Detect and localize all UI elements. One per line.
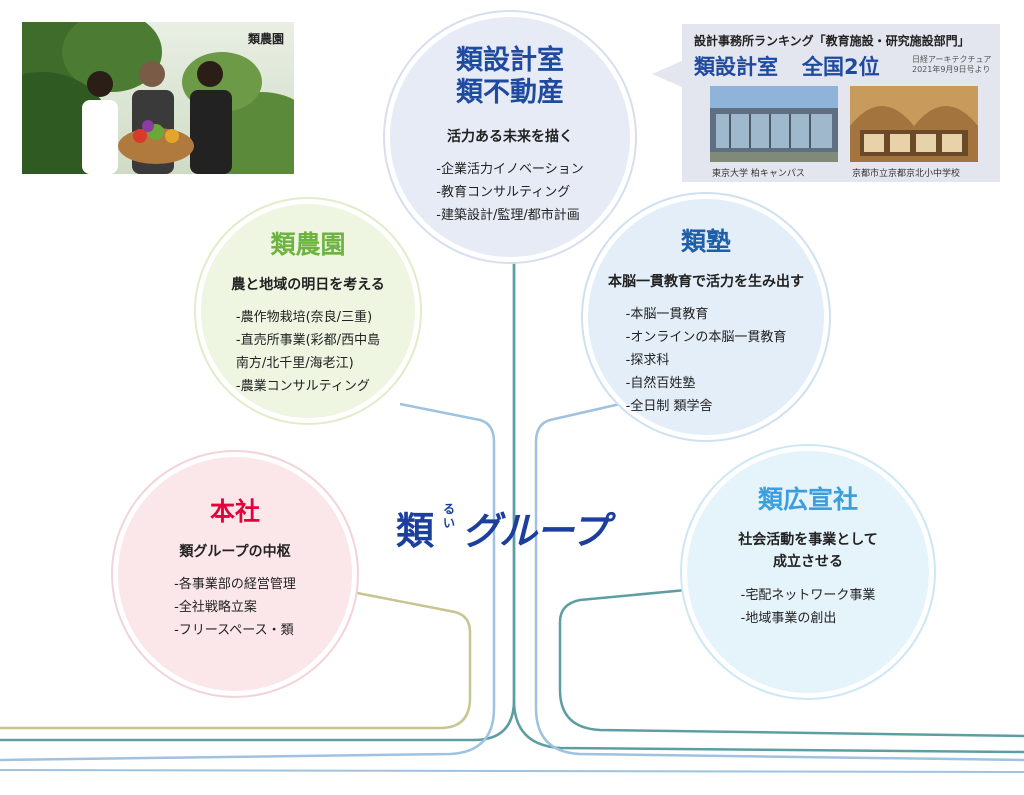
node-subtitle: 類グループの中枢 (179, 544, 291, 560)
list-item: -企業活力イノベーション (436, 162, 584, 178)
farm-photo-illustration (22, 22, 294, 174)
node-rui-juku: 類塾 本脳一貫教育で活力を生み出す -本脳一貫教育 -オンラインの本脳一貫教育 … (583, 194, 829, 440)
subtitle-line-2: 成立させる (773, 554, 843, 571)
logo-katakana: グループ (462, 509, 609, 553)
title-line-2: 類不動産 (456, 77, 564, 109)
list-item: -農作物栽培(奈良/三重) (235, 310, 373, 326)
kyoto-school-photo (850, 86, 978, 162)
list-item: -本脳一貫教育 (625, 307, 709, 323)
title-line-1: 類設計室 (456, 45, 564, 76)
ranking-company: 類設計室 (694, 55, 778, 79)
ranking-source-line-1: 日経アーキテクチュア (912, 55, 992, 64)
subtitle-line-1: 社会活動を事業として (738, 532, 878, 548)
node-subtitle: 本脳一貫教育で活力を生み出す (608, 274, 804, 290)
node-title: 類広宣社 (757, 485, 858, 514)
node-subtitle: 社会活動を事業として 成立させる (687, 529, 929, 574)
node-subtitle: 活力ある未来を描く (447, 128, 573, 145)
node-honsha: 本社 類グループの中枢 -各事業部の経営管理 -全社戦略立案 -フリースペース・… (113, 452, 357, 696)
node-items: -各事業部の経営管理 -全社戦略立案 -フリースペース・類 (174, 573, 296, 642)
ranking-row: 類設計室 全国2位 日経アーキテクチュア 2021年9月9日号より (694, 51, 992, 81)
list-item: -全社戦略立案 (174, 600, 257, 616)
list-item: -宅配ネットワーク事業 (740, 587, 876, 603)
node-rui-sekkei: 類設計室 類不動産 活力ある未来を描く -企業活力イノベーション -教育コンサル… (385, 12, 635, 262)
node-items: -農作物栽培(奈良/三重) -直売所事業(彩都/西中島 南方/北千里/海老江) … (236, 306, 380, 398)
ranking-rank: 全国2位 (802, 55, 880, 79)
list-item: -各事業部の経営管理 (174, 577, 296, 593)
list-item: -全日制 類学舎 (625, 399, 713, 415)
building-photo-illustration (710, 86, 838, 162)
ranking-pointer (652, 60, 684, 88)
node-title: 本社 (209, 497, 260, 526)
node-items: -本脳一貫教育 -オンラインの本脳一貫教育 -探求科 -自然百姓塾 -全日制 類… (626, 303, 787, 418)
list-item: -自然百姓塾 (625, 376, 696, 392)
logo-kanji: 類 (396, 509, 435, 553)
tokyo-univ-photo (710, 86, 838, 162)
node-rui-nouen: 類農園 農と地域の明日を考える -農作物栽培(奈良/三重) -直売所事業(彩都/… (196, 199, 420, 423)
node-title: 類塾 (680, 227, 731, 256)
logo-ruby: る い (442, 502, 455, 530)
list-item: -地域事業の創出 (740, 610, 837, 626)
list-item: -建築設計/監理/都市計画 (436, 208, 580, 224)
farm-photo: 類農園 (22, 22, 294, 174)
list-item: -農業コンサルティング (235, 379, 370, 395)
node-rui-kousensha: 類広宣社 社会活動を事業として 成立させる -宅配ネットワーク事業 -地域事業の… (682, 446, 934, 698)
ranking-source-line-2: 2021年9月9日号より (912, 65, 991, 74)
node-title: 類農園 (270, 230, 346, 259)
ranking-caption-1: 東京大学 柏キャンパス (712, 169, 805, 179)
rui-group-logo: 類 る い グループ (396, 496, 646, 553)
list-item: -教育コンサルティング (436, 185, 571, 201)
list-item: -直売所事業(彩都/西中島 (235, 333, 381, 349)
interior-photo-illustration (850, 86, 978, 162)
list-item: -フリースペース・類 (174, 623, 294, 639)
photo-label: 類農園 (247, 32, 284, 46)
list-item: -探求科 (625, 353, 670, 369)
list-item: -オンラインの本脳一貫教育 (625, 330, 787, 346)
node-items: -宅配ネットワーク事業 -地域事業の創出 (741, 584, 876, 630)
ranking-headline: 設計事務所ランキング「教育施設・研究施設部門」 (694, 34, 970, 48)
node-items: -企業活力イノベーション -教育コンサルティング -建築設計/監理/都市計画 (436, 158, 583, 227)
list-item: 南方/北千里/海老江) (235, 356, 354, 372)
node-title: 類設計室 類不動産 (390, 45, 630, 110)
node-subtitle: 農と地域の明日を考える (231, 277, 385, 293)
ranking-caption-2: 京都市立京都京北小中学校 (852, 169, 961, 179)
